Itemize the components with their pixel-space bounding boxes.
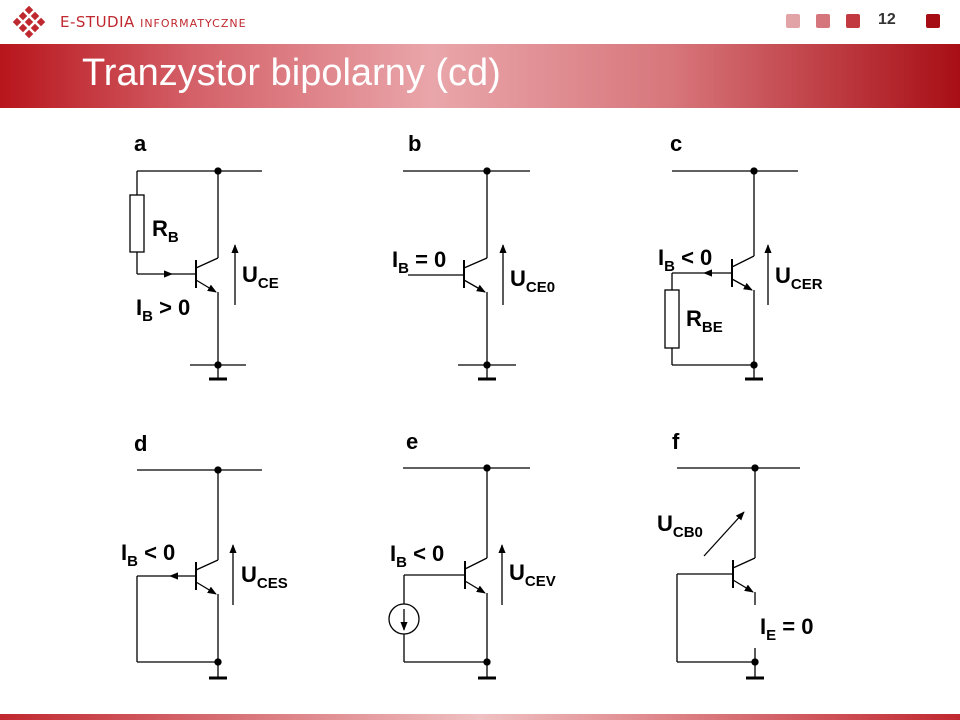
circuit-e-ib-label: IB < 0 bbox=[390, 541, 444, 571]
circuit-f-u-label: UCB0 bbox=[657, 511, 703, 541]
brand-sub: INFORMATYCZNE bbox=[140, 17, 247, 30]
circuit-b-ib-label: IB = 0 bbox=[392, 247, 446, 277]
estudia-logo-icon bbox=[12, 6, 46, 38]
circuit-c-letter: c bbox=[670, 131, 682, 156]
nav-square-3 bbox=[846, 14, 860, 28]
transistor-circuits-diagram: a RB IB > 0 UCE b IB = 0 UCE0 bbox=[121, 131, 823, 680]
circuit-f bbox=[676, 464, 800, 680]
page-number: 12 bbox=[878, 11, 896, 28]
circuit-c-rbe-label: RBE bbox=[686, 306, 723, 336]
circuit-f-ie-label: IE = 0 bbox=[760, 614, 813, 644]
circuit-c-u-label: UCER bbox=[775, 263, 823, 293]
nav-square-2 bbox=[816, 14, 830, 28]
circuit-d-u-label: UCES bbox=[241, 562, 288, 592]
header-bar: E-STUDIA INFORMATYCZNE 12 bbox=[0, 0, 960, 44]
circuit-a-rb-label: RB bbox=[152, 216, 179, 246]
circuit-a-letter: a bbox=[134, 131, 147, 156]
brand-main: E-STUDIA bbox=[60, 13, 135, 31]
circuit-d-letter: d bbox=[134, 431, 147, 456]
circuit-f-letter: f bbox=[672, 429, 680, 454]
footer-bar bbox=[0, 714, 960, 720]
circuit-c bbox=[664, 167, 798, 381]
nav-square-1 bbox=[786, 14, 800, 28]
circuit-a bbox=[129, 167, 262, 381]
circuit-a-u-label: UCE bbox=[242, 262, 279, 292]
circuit-b bbox=[403, 167, 530, 381]
circuit-a-ib-label: IB > 0 bbox=[136, 295, 190, 325]
slide-title: Tranzystor bipolarny (cd) bbox=[82, 52, 501, 94]
circuit-e-letter: e bbox=[406, 429, 418, 454]
nav-square-4 bbox=[926, 14, 940, 28]
circuit-e bbox=[388, 464, 530, 680]
brand-name: E-STUDIA INFORMATYCZNE bbox=[60, 13, 247, 31]
title-band bbox=[0, 44, 960, 108]
circuit-b-u-label: UCE0 bbox=[510, 266, 555, 296]
circuit-c-ib-label: IB < 0 bbox=[658, 245, 712, 275]
circuit-e-u-label: UCEV bbox=[509, 560, 556, 590]
circuit-d-ib-label: IB < 0 bbox=[121, 540, 175, 570]
circuit-d bbox=[136, 466, 262, 680]
circuit-b-letter: b bbox=[408, 131, 421, 156]
